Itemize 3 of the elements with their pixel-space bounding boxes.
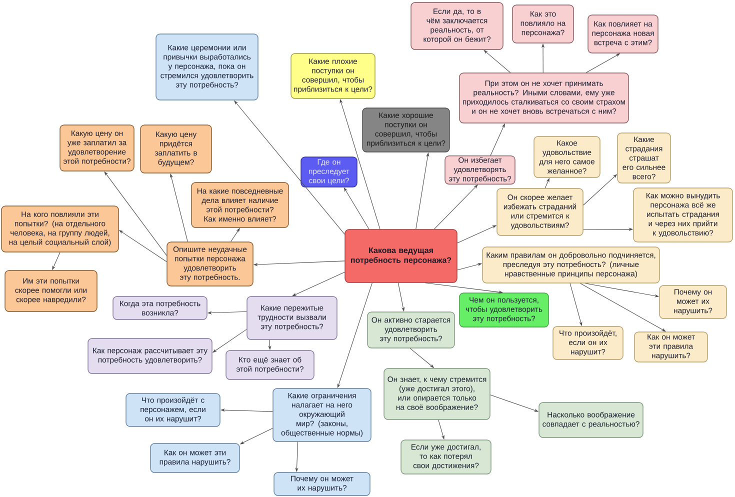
central-question-box: Какова ведущая потребность персонажа? <box>344 229 458 283</box>
arrow <box>292 272 345 296</box>
arrow <box>580 283 666 332</box>
